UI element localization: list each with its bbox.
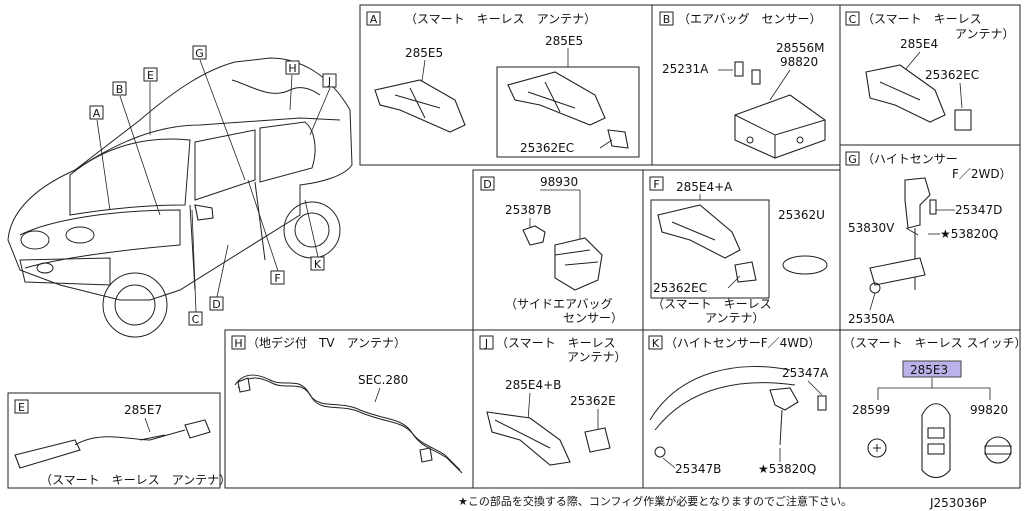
svg-text:F: F	[653, 178, 659, 191]
section-j: J （スマート キーレス アンテナ） 285E4+B 25362E	[472, 329, 644, 489]
smart-key-fob	[921, 403, 951, 479]
svg-text:A: A	[370, 13, 378, 26]
footer-note: ★この部品を交換する際、コンフィグ作業が必要となりますのでご注意下さい。	[458, 494, 852, 508]
svg-text:D: D	[483, 178, 491, 191]
part-98820-b: 98820	[780, 55, 818, 69]
part-28599: 28599	[852, 403, 890, 417]
part-25362u: 25362U	[778, 208, 825, 222]
callout-b: B	[116, 83, 124, 96]
part-285e4: 285E4	[900, 37, 938, 51]
callout-g: G	[195, 47, 204, 60]
section-d-caption2: センサー）	[563, 311, 623, 325]
svg-text:H: H	[234, 337, 242, 350]
part-28556m: 28556M	[776, 41, 825, 55]
part-285e7: 285E7	[124, 403, 162, 417]
section-g-title2: F／2WD）	[952, 167, 1012, 181]
section-h: H （地デジ付 TV アンテナ） SEC.280	[224, 329, 474, 489]
part-25347a: 25347A	[782, 366, 829, 380]
highlight-285e3	[902, 360, 962, 378]
part-25362ec-f: 25362EC	[653, 281, 707, 295]
section-f-caption1: （スマート キーレス	[652, 297, 772, 311]
svg-text:E: E	[18, 401, 25, 414]
part-25362e: 25362E	[570, 394, 616, 408]
section-s-title: （スマート キーレス スイッチ）	[843, 336, 1024, 350]
section-a-title: （スマート キーレス アンテナ）	[405, 12, 596, 26]
section-b: B （エアバッグ センサー） 28556M 98820 25231A	[651, 4, 841, 166]
section-k: K （ハイトセンサーF／4WD） 25347A 25347B ★53820Q	[642, 329, 841, 489]
part-53820q-k: ★53820Q	[758, 462, 816, 476]
callout-c: C	[192, 313, 200, 326]
part-99820-s: 99820	[970, 403, 1008, 417]
part-25347d: 25347D	[955, 203, 1002, 217]
svg-text:B: B	[663, 13, 671, 26]
section-j-title2: アンテナ）	[567, 350, 627, 364]
part-285e5-left: 285E5	[405, 46, 443, 60]
part-285e5-right: 285E5	[545, 34, 583, 48]
callout-j: J	[327, 75, 331, 88]
svg-text:K: K	[652, 337, 660, 350]
vehicle-illustration	[7, 57, 353, 338]
section-d: D 98930 25387B （サイドエアバッグ センサー）	[472, 169, 644, 331]
section-j-title: （スマート キーレス	[496, 336, 616, 350]
callout-f: F	[274, 272, 280, 285]
callout-d: D	[212, 298, 220, 311]
section-g: G （ハイトセンサー F／2WD） 25347D 53830V ★53820Q …	[839, 144, 1021, 331]
part-285e3[interactable]: 285E3	[910, 363, 948, 377]
part-53820q-g: ★53820Q	[940, 227, 998, 241]
part-25362ec-c: 25362EC	[925, 68, 979, 82]
part-25347b: 25347B	[675, 462, 721, 476]
section-f: F 285E4+A 25362EC 25362U （スマート キーレス アンテナ…	[642, 169, 841, 331]
section-f-caption2: アンテナ）	[705, 311, 765, 325]
section-h-title: （地デジ付 TV アンテナ）	[247, 335, 406, 350]
svg-text:G: G	[848, 153, 857, 166]
section-k-title: （ハイトセンサーF／4WD）	[665, 336, 820, 350]
part-sec280: SEC.280	[358, 373, 408, 387]
footer: ★この部品を交換する際、コンフィグ作業が必要となりますのでご注意下さい。 J25…	[458, 494, 987, 510]
callout-k: K	[314, 258, 322, 271]
part-25387b: 25387B	[505, 203, 551, 217]
section-e-caption: （スマート キーレス アンテナ）	[40, 473, 231, 487]
callout-a: A	[93, 107, 101, 120]
section-c: C （スマート キーレス アンテナ） 285E4 25362EC	[839, 4, 1021, 146]
part-25231a: 25231A	[662, 62, 709, 76]
section-smart-key-switch: （スマート キーレス スイッチ） 285E3 28599 99820	[839, 329, 1024, 489]
vehicle-callouts: A B C D E F G H J K	[89, 45, 337, 326]
section-a: A （スマート キーレス アンテナ） 285E5 285E5 25362EC	[359, 4, 653, 166]
section-c-title: （スマート キーレス	[862, 12, 982, 26]
svg-text:J: J	[484, 337, 488, 350]
diagram-code: J253036P	[929, 496, 987, 510]
section-d-caption1: （サイドエアバッグ	[505, 297, 613, 311]
section-b-title: （エアバッグ センサー）	[678, 12, 822, 26]
part-98930: 98930	[540, 175, 578, 189]
callout-h: H	[288, 62, 296, 75]
callout-e: E	[147, 69, 154, 82]
part-53830v: 53830V	[848, 221, 895, 235]
part-25362ec-a: 25362EC	[520, 141, 574, 155]
section-e: E 285E7 （スマート キーレス アンテナ）	[7, 392, 231, 489]
part-285e4b: 285E4+B	[505, 378, 561, 392]
part-25350a: 25350A	[848, 312, 895, 326]
part-285e4a: 285E4+A	[676, 180, 733, 194]
svg-text:C: C	[849, 13, 857, 26]
section-c-title2: アンテナ）	[955, 27, 1015, 41]
section-g-title: （ハイトセンサー	[862, 152, 958, 166]
